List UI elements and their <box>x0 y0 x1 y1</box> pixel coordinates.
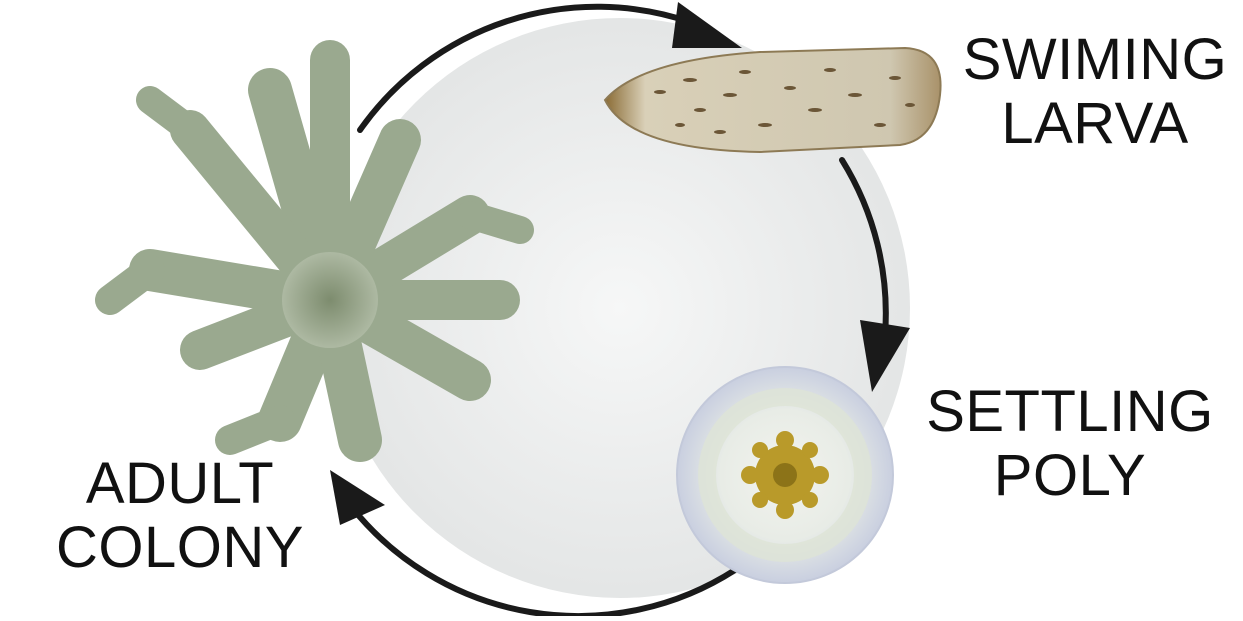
polyp-image <box>677 367 893 583</box>
arrowhead-larva <box>672 2 742 48</box>
label-line: SETTLING <box>910 380 1230 444</box>
label-line: COLONY <box>40 516 320 580</box>
label-line: ADULT <box>40 452 320 516</box>
arrowhead-adult <box>330 470 385 525</box>
label-line: POLY <box>910 444 1230 508</box>
label-adult-colony: ADULT COLONY <box>40 452 320 580</box>
label-line: LARVA <box>955 92 1235 156</box>
label-line: SWIMING <box>955 28 1235 92</box>
coral-center <box>282 252 378 348</box>
label-settling-polyp: SETTLING POLY <box>910 380 1230 508</box>
label-swimming-larva: SWIMING LARVA <box>955 28 1235 156</box>
